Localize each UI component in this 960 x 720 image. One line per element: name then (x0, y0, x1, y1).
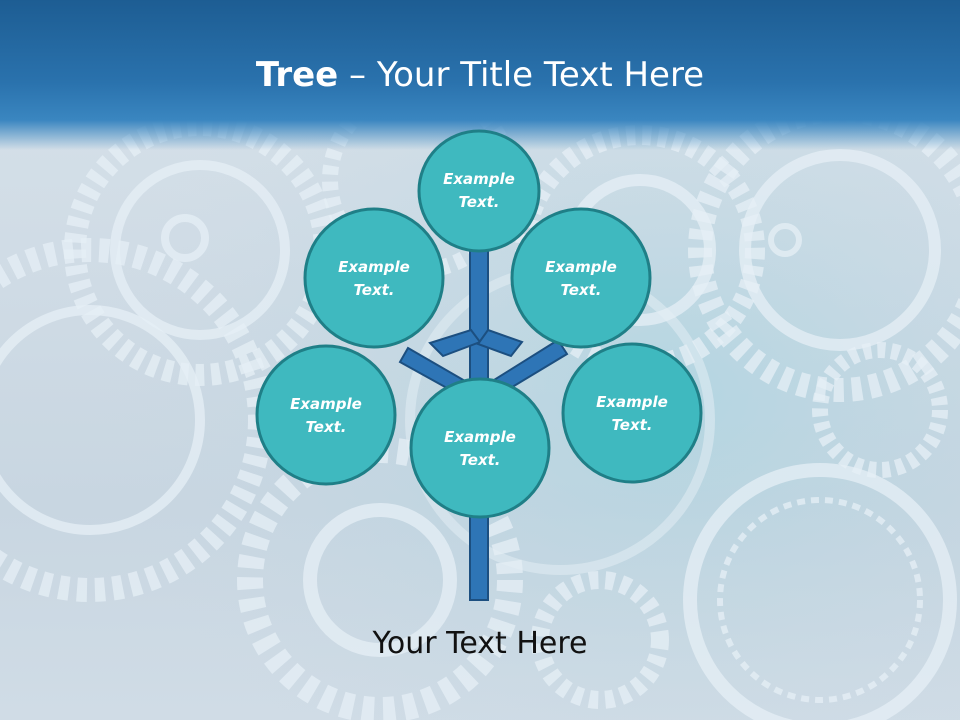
bubble-lower-right (561, 342, 703, 484)
bubble-top (417, 129, 541, 253)
bubble-top-line1: Example (443, 170, 515, 188)
bubble-upper-left-text: Example Text. (314, 256, 434, 302)
bubble-upper-left-line1: Example (338, 258, 410, 276)
bubble-center-line2: Text. (459, 451, 501, 469)
bubble-center-text: Example Text. (420, 426, 540, 472)
bubble-upper-left-line2: Text. (353, 281, 395, 299)
bubble-lower-left-line1: Example (290, 395, 362, 413)
bottom-text: Your Text Here (372, 626, 588, 661)
bubble-top-line2: Text. (458, 193, 500, 211)
bubble-upper-left (303, 207, 445, 349)
bubble-upper-right (510, 207, 652, 349)
slide-title: Tree – Your Title Text Here (0, 52, 960, 98)
title-bold: Tree (255, 55, 339, 95)
title-banner (0, 0, 960, 150)
bubble-lower-left (255, 344, 397, 486)
bubble-upper-right-line1: Example (545, 258, 617, 276)
bubble-center-line1: Example (444, 428, 516, 446)
branch-upper-right (476, 328, 524, 358)
bubble-top-text: Example Text. (419, 168, 539, 214)
bubble-upper-right-line2: Text. (560, 281, 602, 299)
bubble-upper-right-text: Example Text. (521, 256, 641, 302)
bubble-lower-right-text: Example Text. (572, 391, 692, 437)
bubble-center (409, 377, 551, 519)
bubble-lower-right-line2: Text. (611, 416, 653, 434)
bubble-lower-left-text: Example Text. (266, 393, 386, 439)
branch-upper-left (428, 328, 482, 358)
title-rest: – Your Title Text Here (338, 55, 705, 95)
bubble-lower-left-line2: Text. (305, 418, 347, 436)
bubble-lower-right-line1: Example (596, 393, 668, 411)
